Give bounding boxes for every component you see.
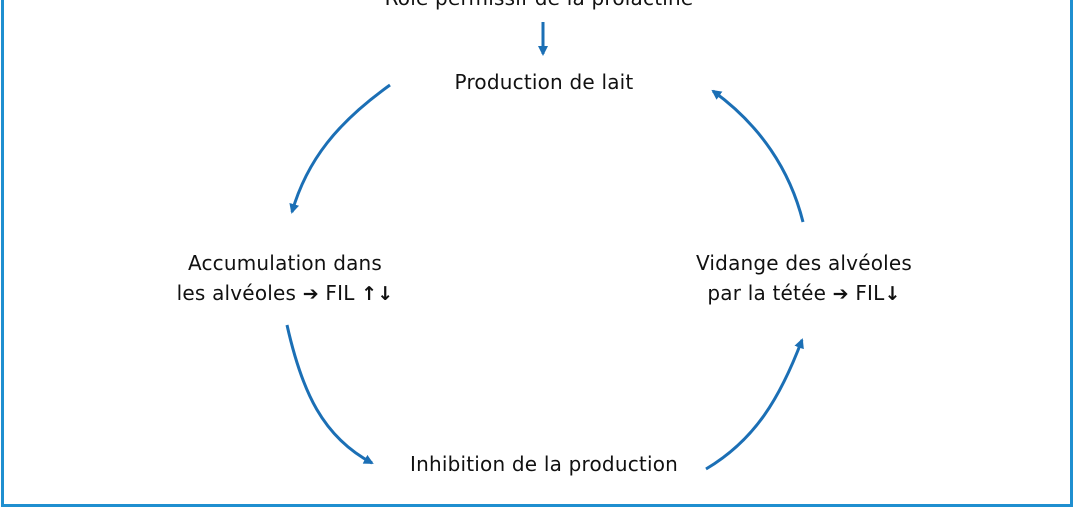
accumulation-node: Accumulation dans les alvéoles ➔ FIL ↑↓ xyxy=(120,248,450,309)
inhibition-node: Inhibition de la production xyxy=(409,452,679,476)
diagram-frame xyxy=(1,0,1073,507)
vidange-line-2: par la tétée ➔ FIL↓ xyxy=(707,281,901,305)
vidange-line-1: Vidange des alvéoles xyxy=(695,251,913,275)
arrow-production-to-accumulation xyxy=(289,83,391,214)
accumulation-line-1: Accumulation dans xyxy=(187,251,383,275)
accumulation-line-2: les alvéoles ➔ FIL ↑↓ xyxy=(176,281,394,305)
arrow-accumulation-to-inhibition xyxy=(285,324,374,465)
production-node: Production de lait xyxy=(454,70,634,94)
right-arrow-icon: ➔ xyxy=(832,283,849,305)
arrow-inhibition-to-vidange xyxy=(705,338,804,471)
vidange-node: Vidange des alvéoles par la tétée ➔ FIL↓ xyxy=(644,248,964,309)
arrow-vidange-to-production xyxy=(711,89,805,223)
right-arrow-icon: ➔ xyxy=(302,283,319,305)
up-down-arrows-icon: ↑↓ xyxy=(361,283,394,305)
down-arrow-icon: ↓ xyxy=(884,283,901,305)
prolactine-label: Rôle permissif de la prolactine xyxy=(339,0,739,13)
